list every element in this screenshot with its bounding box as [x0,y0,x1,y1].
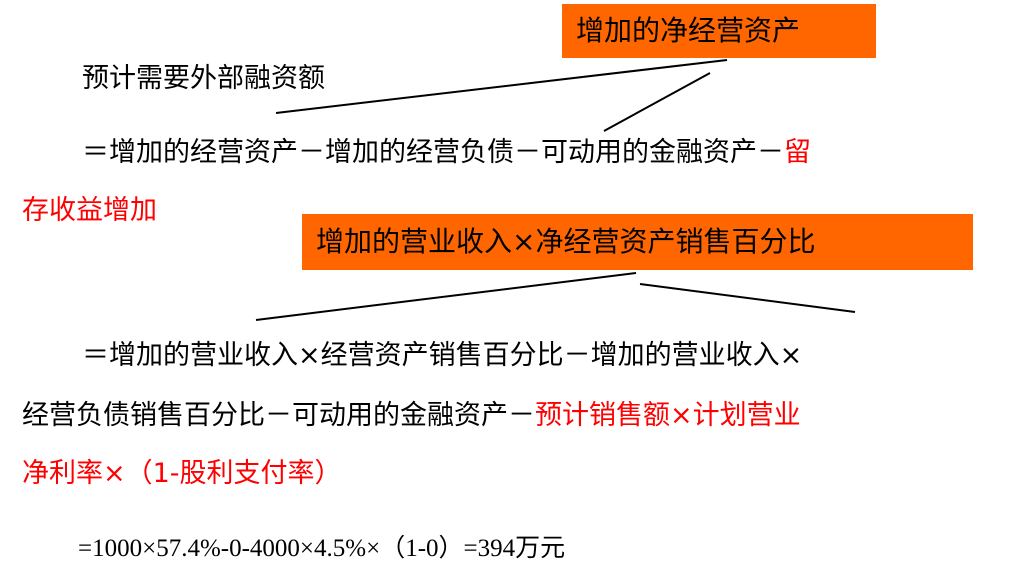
formula-text: 经营负债销售百分比－可动用的金融资产－ [22,400,535,431]
formula-line-4: 经营负债销售百分比－可动用的金融资产－预计销售额×计划营业 [22,399,801,433]
formula-text: ＝增加的经营资产－增加的经营负债－可动用的金融资产－ [82,137,784,168]
formula-highlight: 留 [784,137,811,168]
formula-title: 预计需要外部融资额 [82,63,325,94]
connector-line [255,272,637,321]
connector-line [639,283,856,313]
connector-line [603,72,711,132]
formula-line-2: 存收益增加 [22,195,157,226]
formula-line-5: 净利率×（1-股利支付率） [22,458,342,489]
callout-net-operating-assets: 增加的净经营资产 [562,4,876,58]
calculation-result: =1000×57.4%-0-4000×4.5%×（1-0）=394万元 [78,535,566,562]
formula-line-1: ＝增加的经营资产－增加的经营负债－可动用的金融资产－留 [82,136,811,170]
connector-line [275,59,728,114]
formula-line-3: ＝增加的营业收入×经营资产销售百分比－增加的营业收入× [82,340,803,371]
formula-highlight: 预计销售额×计划营业 [535,400,801,431]
callout-revenue-times-percentage: 增加的营业收入×净经营资产销售百分比 [302,214,973,270]
